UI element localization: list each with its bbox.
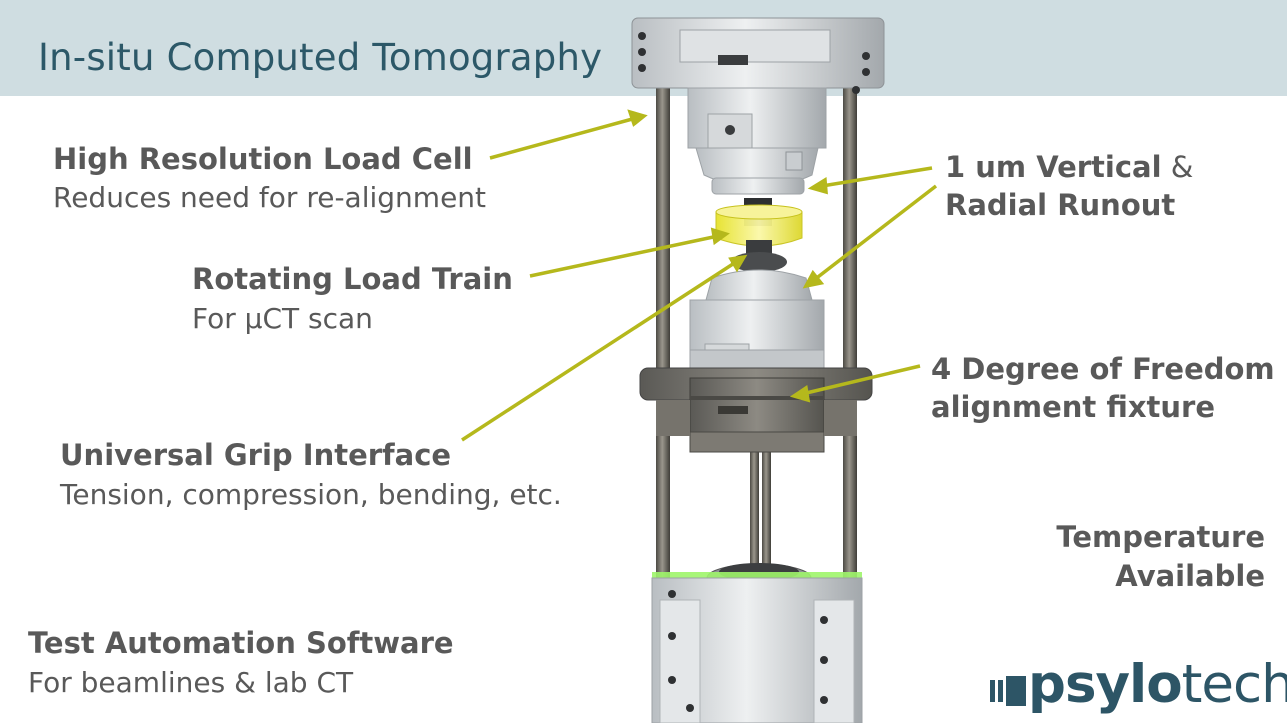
center-rod-right: [762, 450, 771, 575]
rotating-stage-top: [705, 269, 813, 301]
arrow-load-train: [529, 234, 719, 278]
fixture-base: [689, 431, 825, 453]
load-cell-heading: High Resolution Load Cell: [53, 142, 473, 176]
dof-line1: 4 Degree of Freedom: [931, 352, 1275, 386]
load-cell-detail: Reduces need for re-alignment: [53, 181, 487, 214]
arrow-radial-runout: [812, 184, 938, 282]
arrow-dof: [801, 364, 921, 396]
grip-detail: Tension, compression, bending, etc.: [60, 478, 562, 511]
grip-heading: Universal Grip Interface: [60, 438, 452, 472]
runout-amp: &: [1170, 150, 1194, 184]
software-detail: For beamlines & lab CT: [28, 666, 354, 699]
load-train-heading: Rotating Load Train: [192, 262, 513, 296]
runout-line1-group: 1 um Vertical &: [945, 150, 1193, 184]
callout-arrows: [461, 109, 938, 442]
arrow-grip: [461, 260, 737, 442]
slide-title: In-situ Computed Tomography: [38, 36, 603, 79]
right-tie-rod: [843, 60, 857, 660]
green-glow-band: [652, 572, 862, 580]
left-tie-rod: [656, 60, 670, 660]
logo-wordmark: psylotech: [1028, 654, 1287, 715]
dof-line2: alignment fixture: [931, 390, 1216, 424]
software-heading: Test Automation Software: [28, 626, 454, 660]
arrow-load-cell: [489, 116, 637, 160]
rotating-stage: [689, 299, 825, 351]
temperature-line1: Temperature: [1056, 520, 1265, 554]
center-rod-left: [750, 450, 759, 575]
logo-mark-icon: [990, 676, 1026, 706]
logo-part2: tech: [1181, 654, 1287, 715]
load-train-detail: For μCT scan: [192, 302, 373, 335]
alignment-fixture: [689, 377, 825, 435]
runout-line1: 1 um Vertical: [945, 150, 1162, 184]
arrow-vertical-runout: [821, 166, 933, 188]
temperature-line2: Available: [1115, 559, 1265, 593]
runout-line2: Radial Runout: [945, 188, 1176, 222]
logo-part1: psylo: [1028, 654, 1183, 715]
